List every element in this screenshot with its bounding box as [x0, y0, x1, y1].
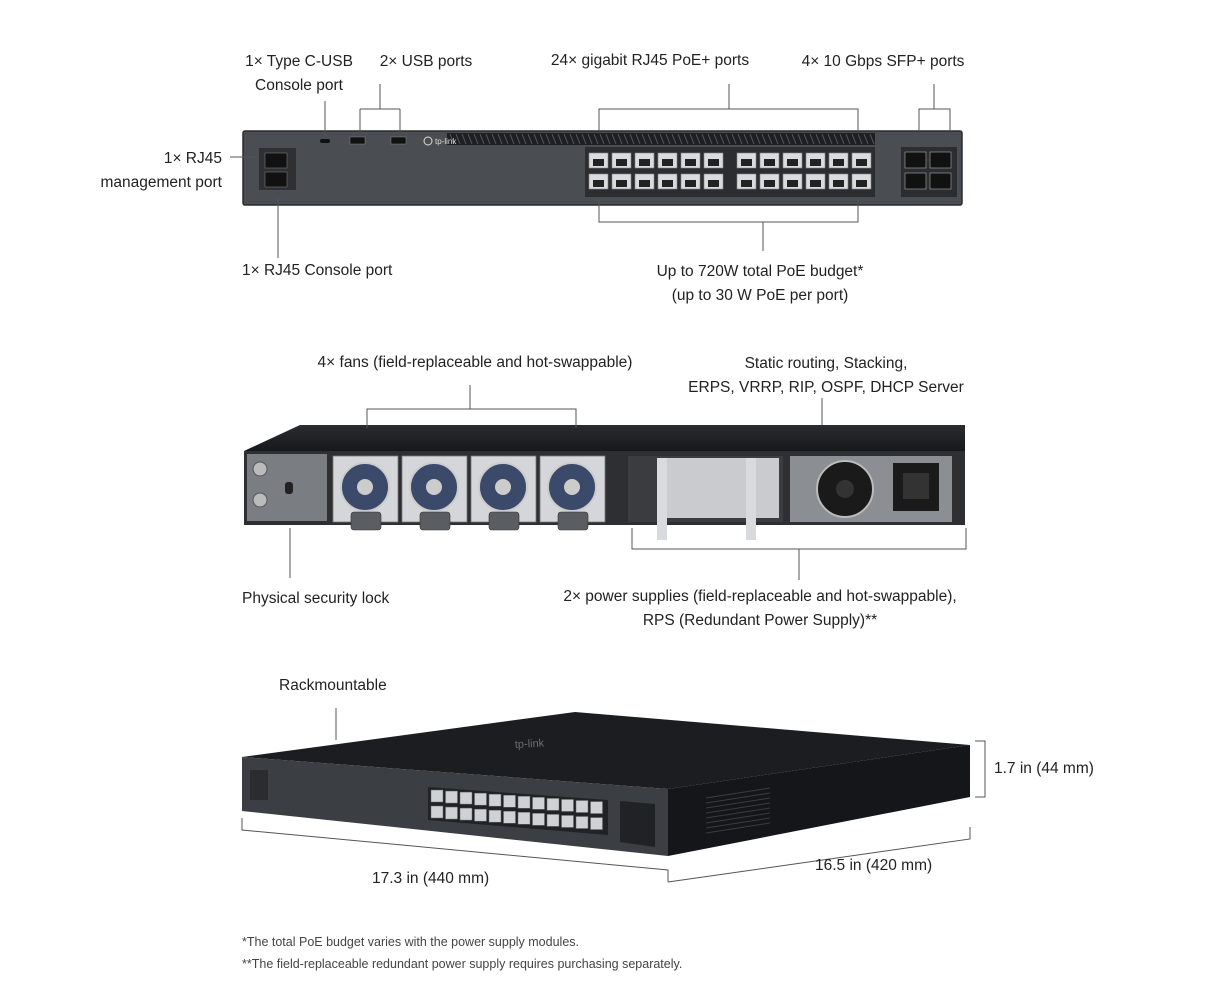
poe-budget-label: Up to 720W total PoE budget* (up to 30 W…: [656, 263, 864, 304]
fan-module[interactable]: [539, 455, 606, 531]
psu-blank-cover[interactable]: [657, 458, 779, 518]
routing-features-label: Static routing, Stacking, ERPS, VRRP, RI…: [688, 355, 964, 396]
rear-callouts: [289, 385, 967, 580]
rear-panel: [244, 425, 965, 540]
sfp-port[interactable]: [929, 172, 952, 190]
width-label: 17.3 in (440 mm): [372, 870, 490, 887]
height-label: 1.7 in (44 mm): [994, 760, 1094, 777]
typec-console-label: 1× Type C-USB Console port: [245, 53, 353, 94]
fan-module[interactable]: [401, 455, 468, 531]
chassis-side: [668, 745, 970, 856]
rj45-port-block: [585, 147, 875, 197]
usb-port-1[interactable]: [349, 136, 366, 145]
sfp-port[interactable]: [904, 172, 927, 190]
dimension-lines: [241, 708, 986, 883]
rackmountable-label: Rackmountable: [279, 677, 387, 694]
footnote-psu: **The field-replaceable redundant power …: [242, 957, 683, 971]
security-lock-label: Physical security lock: [242, 590, 390, 607]
svg-text:tp-link: tp-link: [435, 137, 457, 146]
fan-module[interactable]: [332, 455, 399, 531]
front-callouts: [230, 84, 951, 258]
rj45-console-port[interactable]: [264, 171, 288, 188]
power-supplies-label: 2× power supplies (field-replaceable and…: [563, 588, 957, 629]
sfp-port[interactable]: [904, 151, 927, 169]
sfp-port[interactable]: [929, 151, 952, 169]
rj45-mgmt-port[interactable]: [264, 152, 288, 169]
front-vents: [447, 133, 875, 145]
depth-label: 16.5 in (420 mm): [815, 857, 933, 874]
rj45-console-label: 1× RJ45 Console port: [242, 262, 393, 279]
fan-module[interactable]: [470, 455, 537, 531]
rj45-mgmt-label: 1× RJ45 management port: [100, 150, 223, 191]
rj45-poe-ports-label: 24× gigabit RJ45 PoE+ ports: [550, 52, 750, 69]
brand-logo-front: tp-link: [423, 136, 457, 146]
front-panel: tp-link: [242, 130, 963, 206]
security-lock-slot[interactable]: [285, 482, 293, 494]
usb-ports-label: 2× USB ports: [379, 53, 473, 70]
typec-console-port[interactable]: [320, 139, 330, 143]
fans-label: 4× fans (field-replaceable and hot-swapp…: [317, 354, 633, 371]
brand-logo-top: tp-link: [515, 737, 545, 751]
sfp-ports-label: 4× 10 Gbps SFP+ ports: [801, 53, 965, 70]
chassis-top: [242, 712, 970, 789]
perspective-view: tp-link: [242, 712, 970, 856]
usb-port-2[interactable]: [390, 136, 407, 145]
footnote-poe: *The total PoE budget varies with the po…: [242, 935, 579, 949]
